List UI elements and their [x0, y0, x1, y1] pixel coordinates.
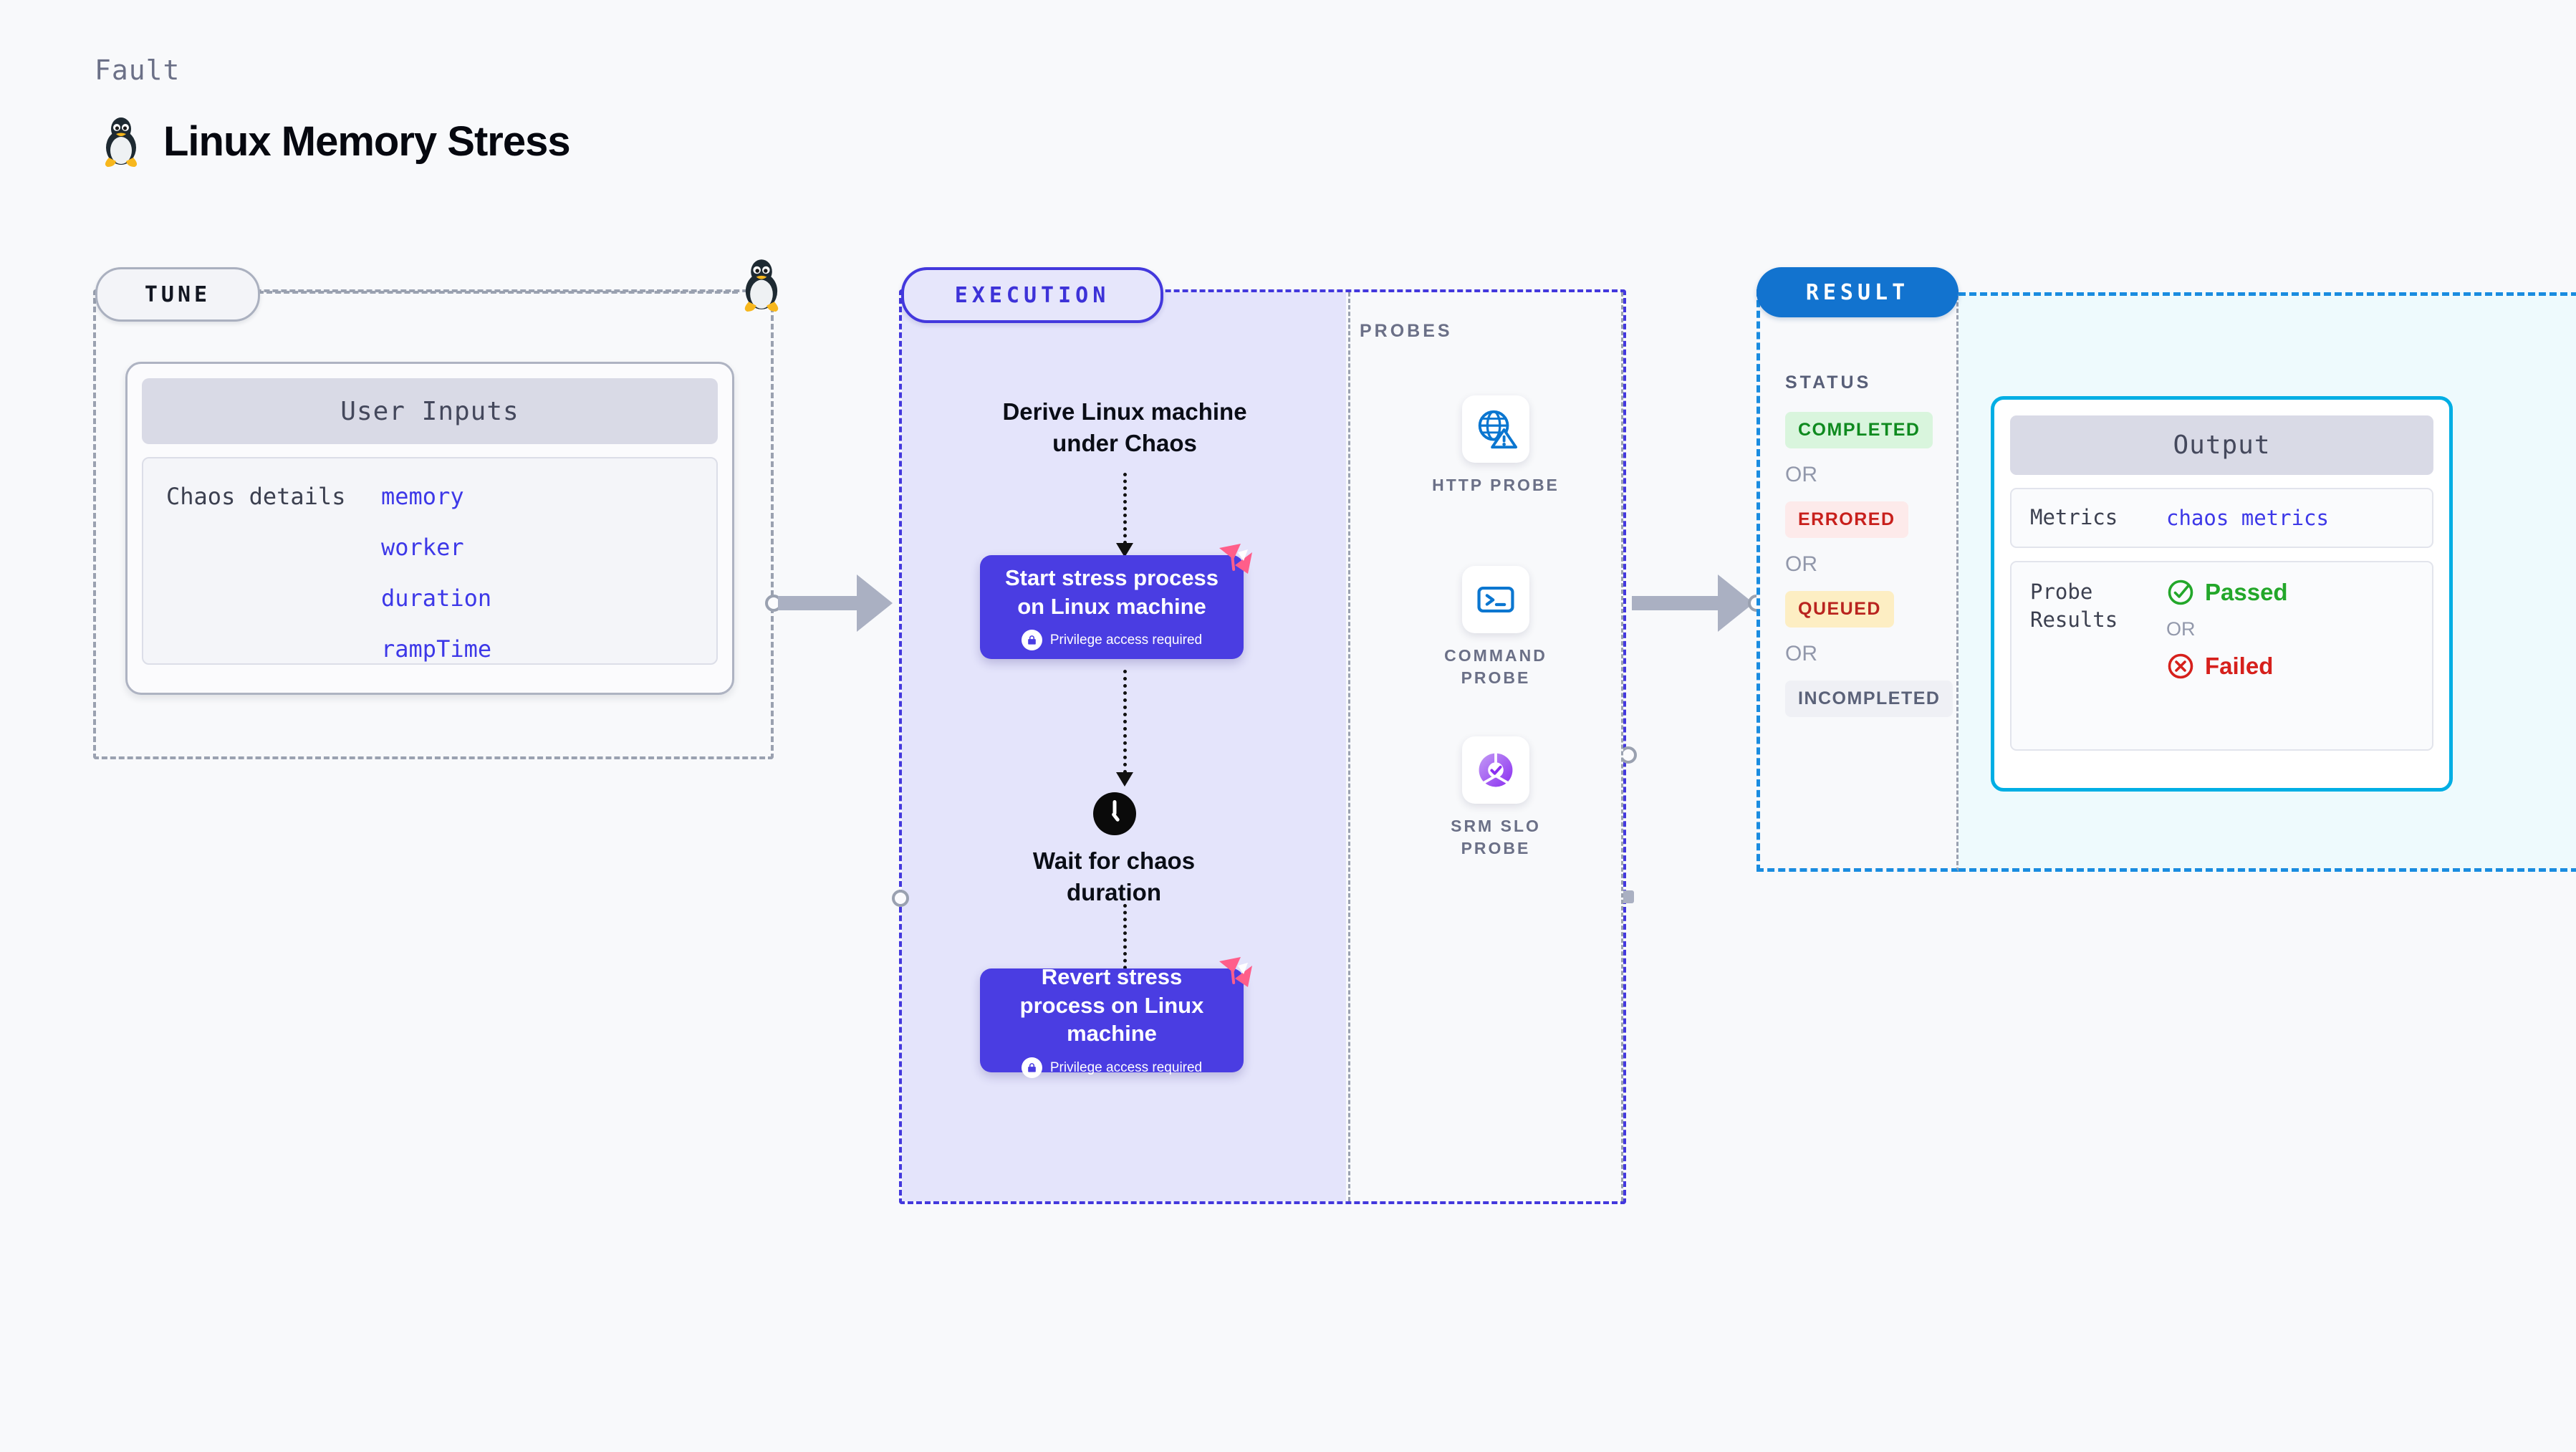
execution-port-right-lower [1621, 890, 1634, 903]
x-circle-icon [2168, 653, 2193, 679]
status-badge-completed: COMPLETED [1785, 412, 1933, 448]
status-or-text: OR [1785, 463, 1817, 486]
user-inputs-card: User Inputs Chaos details memory worker … [125, 362, 734, 695]
execution-step-wait-label: Wait for chaos duration [1032, 847, 1196, 905]
tune-dashed-connector [258, 291, 738, 294]
status-badge-queued: QUEUED [1785, 591, 1894, 628]
probe-label: COMMAND PROBE [1444, 646, 1547, 688]
execution-step-start-stress[interactable]: Start stress process on Linux machine Pr… [980, 544, 1252, 659]
privilege-note-text: Privilege access required [1049, 1059, 1203, 1075]
status-label: STATUS [1785, 372, 1872, 393]
probe-result-passed-text: Passed [2205, 579, 2288, 605]
execution-step-derive-label: Derive Linux machine under Chaos [1002, 398, 1247, 456]
chaos-params-list: memory worker duration rampTime [381, 483, 491, 663]
flow-arrow-head [1116, 772, 1133, 787]
chaos-param[interactable]: duration [381, 585, 492, 612]
metrics-label: Metrics [2030, 505, 2118, 530]
probe-srm-slo[interactable]: SRM SLO PROBE [1417, 736, 1575, 860]
flow-arrow-head [1116, 543, 1133, 557]
check-circle-icon [2168, 580, 2193, 605]
chaos-details-label: Chaos details [166, 483, 346, 510]
connector-shaft [1632, 596, 1718, 610]
chaos-param[interactable]: worker [381, 534, 464, 561]
probe-tile [1462, 566, 1529, 633]
lock-icon [1021, 1057, 1042, 1079]
tune-badge[interactable]: TUNE [95, 267, 260, 322]
privilege-note-text: Privilege access required [1049, 632, 1203, 648]
connector-shaft [778, 596, 857, 610]
connector-tune-to-execution [765, 574, 893, 632]
privilege-note: Privilege access required [1021, 1057, 1203, 1079]
probe-command[interactable]: COMMAND PROBE [1417, 566, 1575, 689]
step-title: Start stress process on Linux machine [1004, 564, 1219, 619]
tux-penguin-icon [744, 259, 779, 312]
probe-tile [1462, 395, 1529, 463]
output-header: Output [2010, 415, 2433, 475]
user-inputs-body: Chaos details memory worker duration ram… [142, 457, 718, 665]
status-or-text: OR [1785, 642, 1817, 665]
probe-result-failed: Failed [2166, 652, 2288, 681]
execution-panel [892, 289, 1637, 1204]
connector-arrowhead [1718, 574, 1754, 632]
harness-logo-icon [1219, 544, 1252, 574]
probe-result-passed: Passed [2166, 578, 2288, 607]
terminal-icon [1477, 586, 1514, 613]
status-badge-errored: ERRORED [1785, 501, 1908, 538]
page-title-row: Linux Memory Stress [99, 115, 571, 168]
privilege-note: Privilege access required [1021, 630, 1203, 651]
flow-arrow-shaft [1123, 670, 1127, 774]
result-status-column [1756, 289, 1959, 872]
status-list: COMPLETED OR ERRORED OR QUEUED OR INCOMP… [1785, 412, 1957, 731]
output-metrics-row: Metrics chaos metrics [2010, 488, 2433, 548]
globe-warning-icon [1478, 410, 1518, 449]
probe-result-failed-text: Failed [2205, 653, 2274, 679]
page-title: Linux Memory Stress [163, 117, 571, 165]
execution-step-revert-stress[interactable]: Revert stress process on Linux machine P… [980, 957, 1252, 1079]
probes-label: PROBES [1360, 321, 1453, 341]
connector-execution-to-result [1632, 574, 1765, 632]
execution-badge[interactable]: EXECUTION [901, 267, 1163, 323]
harness-logo-icon [1219, 957, 1252, 987]
chaos-param[interactable]: rampTime [381, 635, 492, 663]
flow-arrow-shaft [1123, 904, 1127, 990]
probe-label: HTTP PROBE [1432, 476, 1559, 494]
probe-tile [1462, 736, 1529, 804]
status-or-text: OR [1785, 552, 1817, 576]
metrics-value[interactable]: chaos metrics [2166, 506, 2329, 530]
probe-result-or-text: OR [2166, 618, 2196, 640]
lock-icon [1021, 630, 1042, 651]
connector-arrowhead [857, 574, 893, 632]
step-title: Revert stress process on Linux machine [1019, 964, 1204, 1047]
result-badge[interactable]: RESULT [1756, 267, 1959, 317]
user-inputs-header: User Inputs [142, 378, 718, 444]
fault-kicker-label: Fault [95, 54, 181, 86]
probe-http[interactable]: HTTP PROBE [1417, 395, 1575, 496]
chaos-param[interactable]: memory [381, 483, 464, 510]
status-badge-incompleted: INCOMPLETED [1785, 681, 1953, 717]
slo-donut-check-icon [1479, 752, 1513, 787]
tux-penguin-icon [105, 117, 138, 167]
clock-icon [1093, 792, 1136, 835]
execution-port-left [892, 890, 909, 907]
probe-label: SRM SLO PROBE [1451, 817, 1541, 858]
flow-arrow-shaft [1123, 473, 1127, 544]
